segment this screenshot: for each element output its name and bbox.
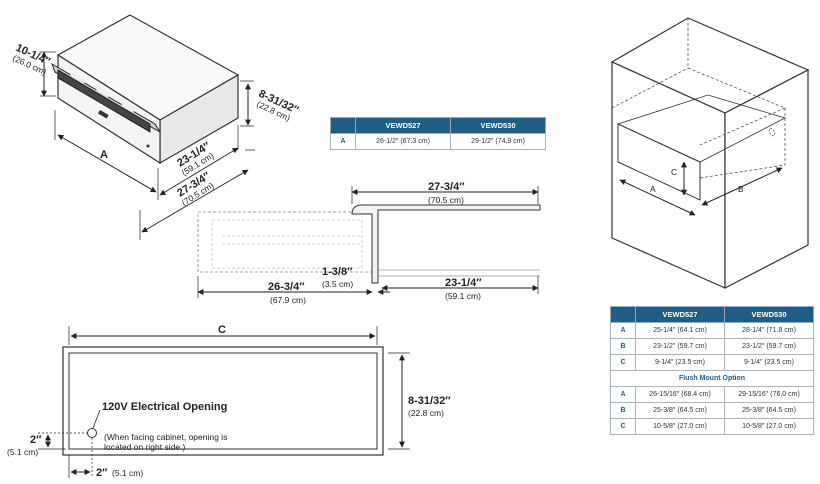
table-header-empty <box>330 117 356 134</box>
cabinet-dim-c-label: C <box>671 167 677 177</box>
cell-vewd527: 26-15/16″ (68.4 cm) <box>635 386 725 403</box>
table-header-vewd527: VEWD527 <box>355 117 451 134</box>
front-left-dim-label: 2″ <box>30 434 42 446</box>
iso-height-dimension <box>40 51 56 97</box>
row-label: B <box>610 338 636 355</box>
cell-vewd530: 25-3/8″ (64.5 cm) <box>724 402 814 419</box>
row-label: A <box>330 133 356 150</box>
table-subheader-row: Flush Mount Option <box>610 370 814 387</box>
opening-note-2: located on right side.) <box>104 442 185 452</box>
opening-note-1: (When facing cabinet, opening is <box>104 432 227 442</box>
table-row: B 23-1/2″ (59.7 cm) 23-1/2″ (59.7 cm) <box>610 338 814 355</box>
side-right-dim-metric: (59.1 cm) <box>445 291 481 301</box>
row-label: C <box>610 418 636 435</box>
table-row: C 9-1/4″ (23.5 cm) 9-1/4″ (23.5 cm) <box>610 354 814 371</box>
iso-right-height-dimension <box>240 80 254 127</box>
side-mid-dim-label: 1-3/8″ <box>322 266 353 278</box>
cabinet-dim-b-line <box>701 167 783 206</box>
row-label: A <box>610 386 636 403</box>
cell-vewd527: 25-3/8″ (64.5 cm) <box>635 402 725 419</box>
cabinet-dim-b-label: B <box>738 184 744 194</box>
cell-vewd527: 25-1/4″ (64.1 cm) <box>635 322 725 339</box>
table-header-vewd530: VEWD530 <box>450 117 546 134</box>
table-header-vewd527: VEWD527 <box>635 306 725 323</box>
front-width-label-c: C <box>218 324 226 336</box>
side-mid-dim-metric: (3.5 cm) <box>322 279 353 289</box>
flush-mount-subheader: Flush Mount Option <box>610 370 814 387</box>
opening-title: 120V Electrical Opening <box>102 401 227 413</box>
opening-leader <box>92 409 101 429</box>
iso-width-label-a: A <box>100 149 108 161</box>
cell-vewd527: 9-1/4″ (23.5 cm) <box>635 354 725 371</box>
table-header-vewd530: VEWD530 <box>724 306 814 323</box>
cell-vewd527: 10-5/8″ (27.0 cm) <box>635 418 725 435</box>
side-top-dim-label: 27-3/4″ <box>428 181 465 193</box>
front-bottom-dim-label: 2″ <box>96 467 108 479</box>
cell-vewd530: 29-15/16″ (76.0 cm) <box>724 386 814 403</box>
cell-vewd530: 29-1/2″ (74.9 cm) <box>450 133 546 150</box>
model-a-table-header: VEWD527 VEWD530 <box>330 117 546 134</box>
table-row: A 26-15/16″ (68.4 cm) 29-15/16″ (76.0 cm… <box>610 386 814 403</box>
side-view-drawing <box>197 204 541 284</box>
front-height-metric: (22.8 cm) <box>408 408 444 418</box>
table-row: A 25-1/4″ (64.1 cm) 28-1/4″ (71.8 cm) <box>610 322 814 339</box>
table-header-empty <box>610 306 636 323</box>
side-top-dim-metric: (70.5 cm) <box>428 195 464 205</box>
model-a-table: VEWD527 VEWD530 A 26-1/2″ (67.3 cm) 29-1… <box>330 117 546 150</box>
front-view-drawing <box>62 346 384 456</box>
cell-vewd527: 23-1/2″ (59.7 cm) <box>635 338 725 355</box>
cabinet-dim-a-label: A <box>650 184 656 194</box>
cell-vewd530: 9-1/4″ (23.5 cm) <box>724 354 814 371</box>
front-bottom-dim-metric: (5.1 cm) <box>112 468 143 478</box>
cell-vewd527: 26-1/2″ (67.3 cm) <box>355 133 451 150</box>
cutout-table-header: VEWD527 VEWD530 <box>610 306 814 323</box>
cell-vewd530: 28-1/4″ (71.8 cm) <box>724 322 814 339</box>
row-label: B <box>610 402 636 419</box>
row-label: C <box>610 354 636 371</box>
front-height-label: 8-31/32″ <box>408 395 451 407</box>
side-left-dim-metric: (67.9 cm) <box>270 295 306 305</box>
front-left-dim-metric: (5.1 cm) <box>7 447 38 457</box>
table-row: C 10-5/8″ (27.0 cm) 10-5/8″ (27.0 cm) <box>610 418 814 435</box>
row-label: A <box>610 322 636 339</box>
table-row: A 26-1/2″ (67.3 cm) 29-1/2″ (74.9 cm) <box>330 133 546 150</box>
iso-depth-dimension <box>139 125 255 240</box>
side-left-dim-label: 26-3/4″ <box>268 281 305 293</box>
table-row: B 25-3/8″ (64.5 cm) 25-3/8″ (64.5 cm) <box>610 402 814 419</box>
cabinet-dim-a-line <box>619 179 696 216</box>
iso-drawer-drawing <box>51 14 240 165</box>
side-right-dim-label: 23-1/4″ <box>445 277 482 289</box>
cabinet-drawing <box>610 17 810 289</box>
cell-vewd530: 10-5/8″ (27.0 cm) <box>724 418 814 435</box>
cutout-table: VEWD527 VEWD530 A 25-1/4″ (64.1 cm) 28-1… <box>610 306 814 435</box>
cell-vewd530: 23-1/2″ (59.7 cm) <box>724 338 814 355</box>
